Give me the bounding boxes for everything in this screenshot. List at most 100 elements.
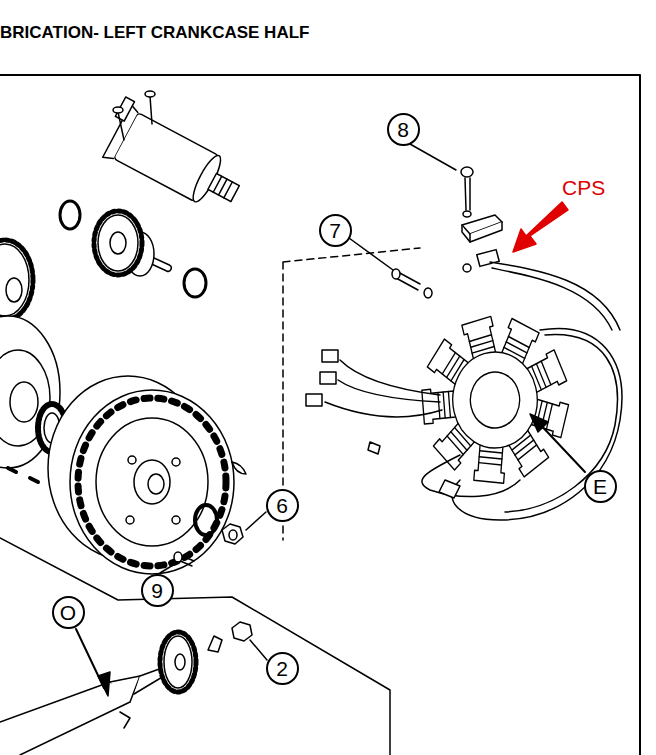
callout-text: O bbox=[60, 602, 76, 623]
starter-motor bbox=[96, 97, 251, 220]
oil-pump-gear bbox=[160, 632, 196, 692]
drawing-part bbox=[10, 382, 38, 422]
drawing-part bbox=[463, 211, 471, 217]
drawing-part bbox=[110, 232, 126, 254]
drawing-part bbox=[70, 390, 234, 574]
drawing-part bbox=[208, 174, 239, 202]
leader-line bbox=[349, 238, 393, 270]
pin bbox=[8, 468, 38, 482]
callout-number: E bbox=[584, 470, 617, 503]
callout-number: 7 bbox=[319, 214, 352, 247]
flywheel-nut bbox=[229, 530, 237, 540]
group-boundary bbox=[0, 538, 390, 755]
drawing-part bbox=[320, 372, 336, 384]
callout-number: O bbox=[52, 596, 85, 629]
callout-number: 8 bbox=[387, 113, 420, 146]
drawing-part bbox=[175, 654, 185, 670]
drawing-part bbox=[78, 398, 226, 566]
washer bbox=[184, 269, 206, 297]
drawing-part bbox=[110, 676, 140, 702]
drawing-part bbox=[172, 458, 180, 466]
frame bbox=[1, 75, 641, 755]
page-title: BRICATION- LEFT CRANKCASE HALF bbox=[0, 23, 309, 43]
drawing-part bbox=[118, 96, 152, 140]
drawing-part bbox=[325, 402, 442, 417]
part-label: CPS bbox=[562, 176, 605, 200]
leader-line bbox=[250, 640, 267, 660]
drawing-part bbox=[103, 104, 140, 162]
drawing-part bbox=[462, 225, 470, 242]
leader-line bbox=[160, 562, 178, 573]
flywheel-nut bbox=[222, 524, 243, 544]
drawing-part bbox=[340, 360, 440, 395]
callout-text: 7 bbox=[329, 220, 341, 241]
drawing-part bbox=[0, 244, 29, 316]
bolt bbox=[174, 552, 194, 566]
drawing-part bbox=[0, 682, 130, 755]
drawing-part bbox=[126, 516, 134, 524]
stator-wires bbox=[325, 328, 622, 520]
drawing-part bbox=[6, 278, 22, 302]
group-boundary bbox=[283, 248, 420, 540]
drawing-part bbox=[306, 394, 322, 406]
drawing-part bbox=[113, 107, 123, 113]
drawing-part bbox=[443, 341, 546, 459]
screw bbox=[461, 167, 473, 217]
idler-gear bbox=[0, 240, 33, 320]
shaft bbox=[0, 668, 164, 755]
drawing-part bbox=[145, 91, 155, 97]
dowel bbox=[368, 442, 380, 454]
drawing-part bbox=[96, 418, 208, 546]
drawing-part bbox=[490, 262, 620, 330]
drawing-part bbox=[338, 380, 440, 402]
drawing-part bbox=[213, 176, 232, 198]
callout-text: 6 bbox=[276, 495, 288, 516]
drawing-part bbox=[465, 366, 525, 435]
drawing-part bbox=[474, 444, 507, 483]
drawing-part bbox=[0, 240, 33, 320]
stator bbox=[405, 299, 585, 502]
arrowhead bbox=[530, 414, 548, 432]
callout-number: 6 bbox=[266, 489, 299, 522]
grommet bbox=[439, 480, 460, 498]
nut bbox=[232, 622, 252, 641]
callout-number: 9 bbox=[141, 574, 174, 607]
drawing-part bbox=[322, 350, 338, 362]
washer bbox=[195, 505, 217, 535]
callout-number: 2 bbox=[266, 652, 299, 685]
drawing-part bbox=[424, 288, 432, 298]
drawing-part bbox=[474, 444, 507, 483]
crank-position-sensor bbox=[462, 215, 620, 330]
callout-text: 2 bbox=[276, 658, 288, 679]
drawing-part bbox=[465, 178, 470, 210]
screw bbox=[392, 269, 432, 298]
starter-gear bbox=[94, 211, 168, 276]
drawing-part bbox=[128, 456, 136, 464]
leader-line bbox=[410, 144, 456, 170]
connector bbox=[306, 350, 338, 406]
lock-washer bbox=[208, 636, 222, 652]
arrowhead bbox=[98, 672, 110, 696]
pointer-arrow bbox=[513, 202, 568, 252]
woodruff-key bbox=[232, 462, 246, 474]
drawing-part bbox=[479, 451, 503, 465]
drawing-part bbox=[120, 712, 130, 728]
drawing-part bbox=[148, 474, 164, 494]
drawing-part bbox=[452, 328, 622, 520]
starter-screw bbox=[113, 91, 155, 140]
drawing-part bbox=[94, 211, 142, 275]
drawing-part bbox=[469, 335, 494, 353]
drawing-part bbox=[134, 460, 170, 504]
drawing-part bbox=[98, 215, 138, 271]
callout-text: 9 bbox=[151, 580, 163, 601]
drawing-part bbox=[174, 552, 182, 562]
leader-arrow bbox=[536, 420, 585, 472]
drawing-part bbox=[164, 636, 192, 688]
leader-line bbox=[246, 512, 266, 530]
drawing-part bbox=[422, 455, 520, 497]
flywheel bbox=[48, 376, 234, 574]
callout-text: 8 bbox=[397, 119, 409, 140]
drawing-part bbox=[172, 516, 180, 524]
